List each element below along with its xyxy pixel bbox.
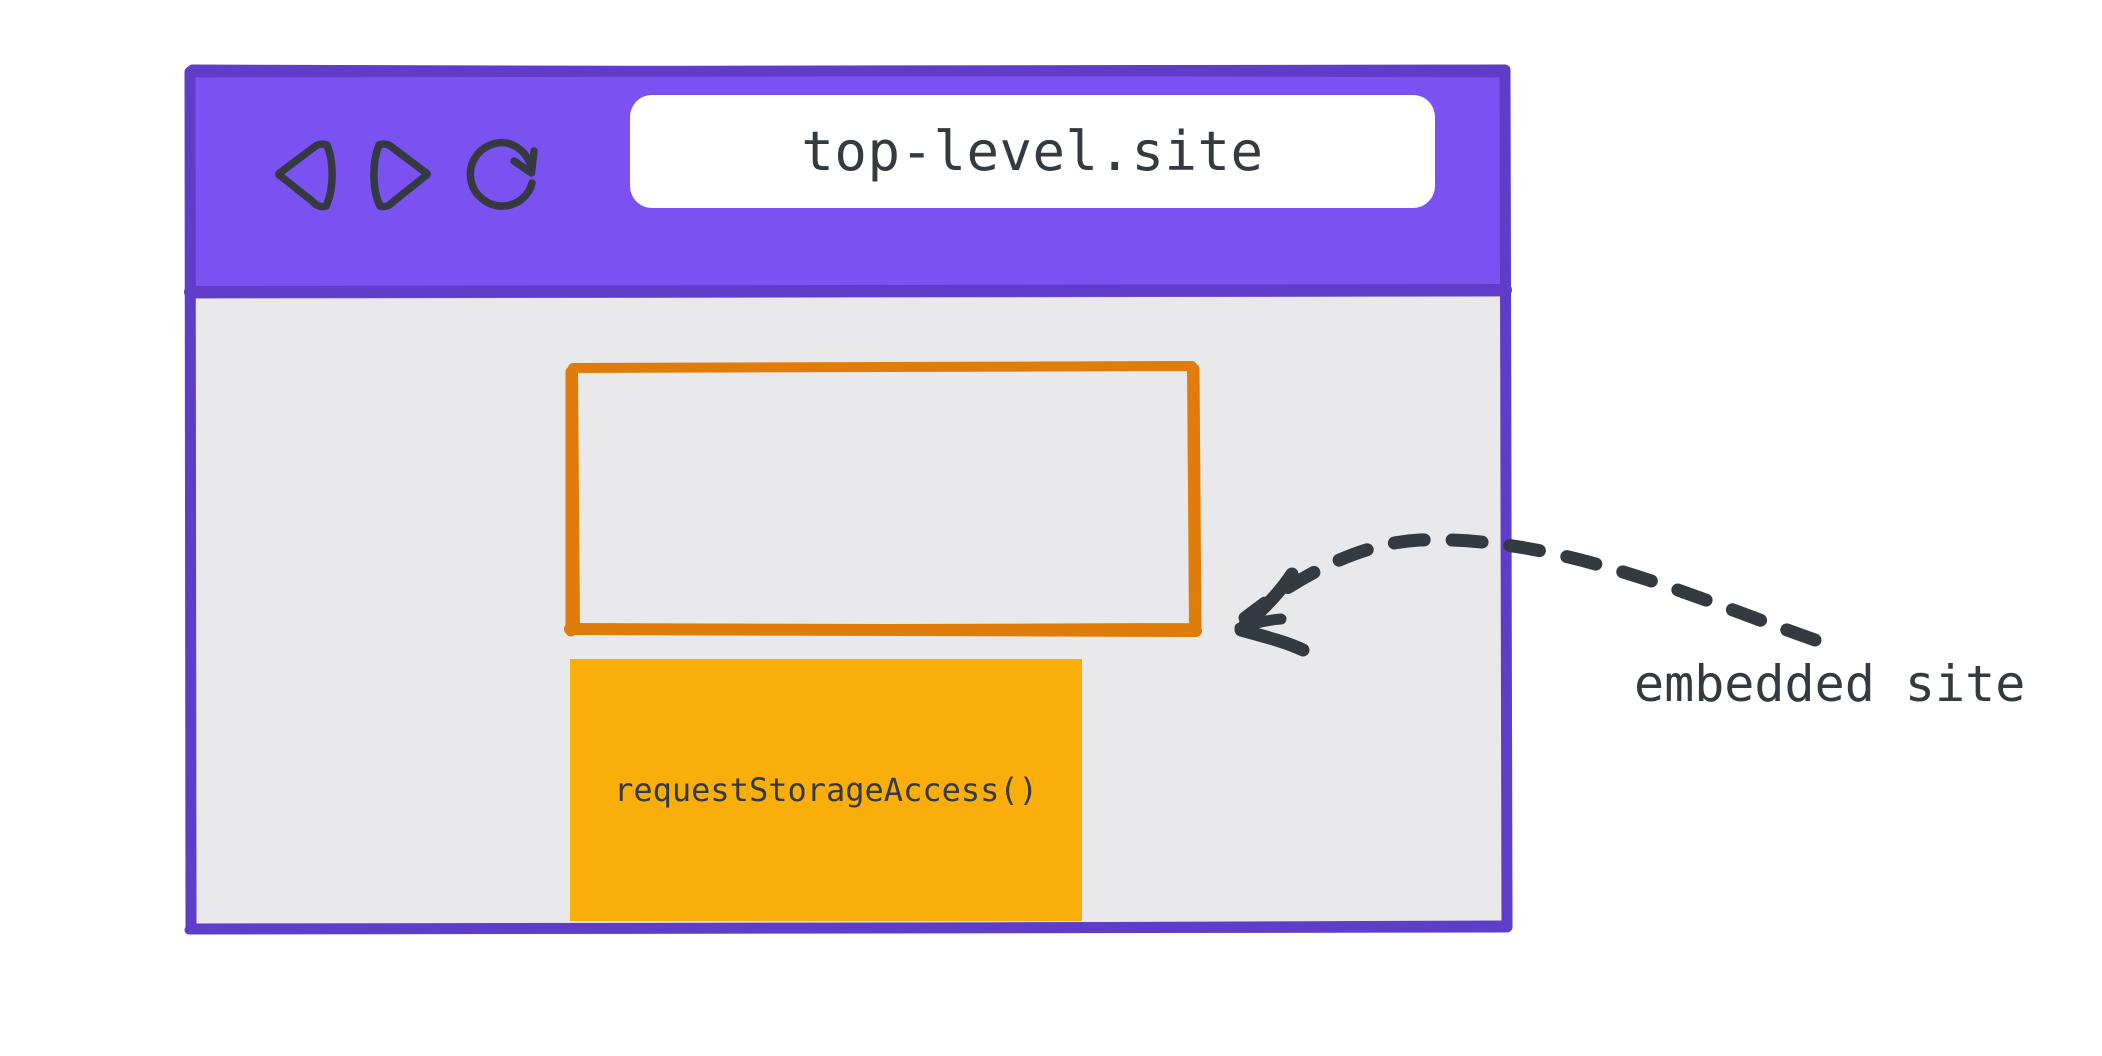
browser-viewport: requestStorageAccess() — [188, 293, 1508, 930]
address-bar[interactable]: top-level.site — [630, 95, 1435, 208]
address-bar-value: top-level.site — [801, 120, 1264, 183]
embedded-iframe[interactable]: requestStorageAccess() — [570, 659, 1082, 921]
embedded-iframe-label: requestStorageAccess() — [614, 771, 1038, 809]
navigation-controls — [260, 120, 570, 230]
browser-toolbar: top-level.site — [188, 68, 1508, 293]
browser-window: top-level.site requestStorageAccess() — [188, 68, 1508, 930]
annotation-label: embedded site — [1634, 655, 2026, 713]
back-icon[interactable] — [260, 132, 346, 218]
reload-icon[interactable] — [460, 132, 546, 218]
forward-icon[interactable] — [360, 132, 446, 218]
